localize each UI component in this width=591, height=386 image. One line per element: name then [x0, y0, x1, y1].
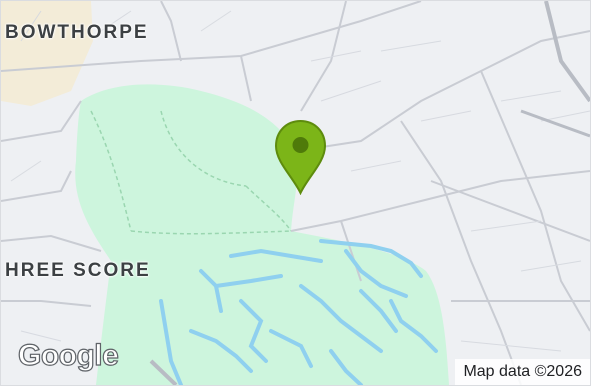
place-label-three-score: HREE SCORE — [5, 260, 151, 281]
water-features — [159, 239, 438, 385]
map-pin-icon[interactable] — [273, 119, 328, 195]
map-data-attribution[interactable]: Map data ©2026 — [455, 359, 590, 385]
place-label-bowthorpe: BOWTHORPE — [5, 22, 149, 43]
google-logo[interactable]: Google — [17, 338, 119, 372]
residential-area — [1, 1, 93, 106]
park-area — [75, 84, 450, 385]
